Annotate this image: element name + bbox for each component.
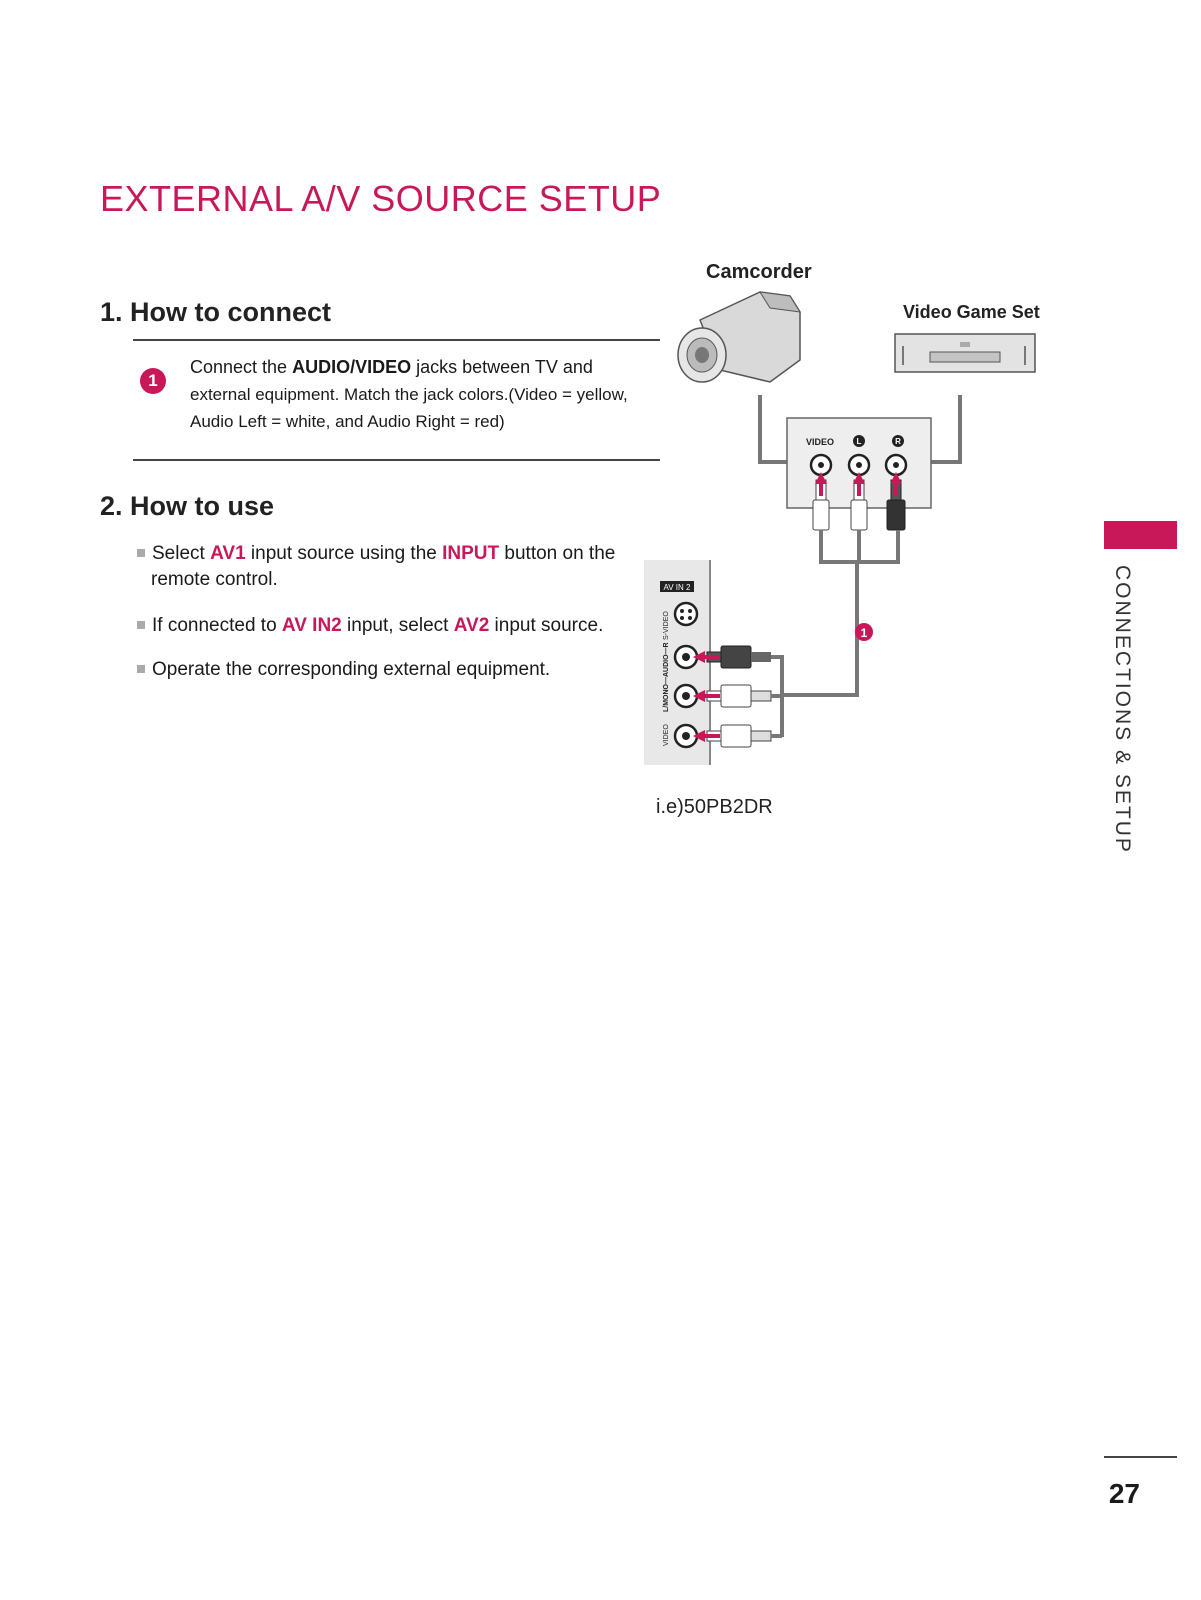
video-game-set-icon bbox=[894, 333, 1036, 373]
text: remote control. bbox=[151, 569, 278, 590]
connect-line-1: Connect the AUDIO/VIDEO jacks between TV… bbox=[190, 354, 660, 381]
callout-number: 1 bbox=[861, 626, 868, 640]
bullet-item-1: Select AV1 input source using the INPUT … bbox=[137, 541, 637, 593]
divider bbox=[133, 339, 660, 341]
av1-term: AV1 bbox=[210, 543, 246, 564]
connect-line-3: Audio Left = white, and Audio Right = re… bbox=[190, 412, 505, 431]
text: input, select bbox=[341, 615, 454, 636]
jack-r-label: R bbox=[895, 437, 901, 446]
connect-instructions: Connect the AUDIO/VIDEO jacks between TV… bbox=[190, 354, 660, 435]
text: Operate the corresponding external equip… bbox=[152, 659, 551, 680]
connect-line-2: external equipment. Match the jack color… bbox=[190, 385, 628, 404]
section-tab-marker bbox=[1104, 521, 1177, 549]
section-heading-use: 2. How to use bbox=[100, 491, 275, 521]
svideo-label: S-VIDEO bbox=[663, 611, 670, 640]
footer-divider bbox=[1104, 1456, 1177, 1458]
text: Connect the bbox=[190, 357, 293, 377]
callout-badge bbox=[855, 623, 873, 641]
av-in2-label: AV IN 2 bbox=[664, 583, 692, 592]
bullet-item-2: If connected to AV IN2 input, select AV2… bbox=[137, 613, 637, 639]
bullet-icon bbox=[137, 665, 145, 673]
text: If connected to bbox=[152, 615, 282, 636]
av-in2-badge bbox=[660, 581, 694, 592]
side-section-label: CONNECTIONS & SETUP bbox=[1111, 565, 1134, 854]
connection-diagram: Camcorder Video Game Set VIDEO L R bbox=[644, 261, 1040, 818]
bullet-icon bbox=[137, 549, 145, 557]
jack-r-badge bbox=[892, 435, 904, 447]
panel-rca-jack-icons bbox=[673, 644, 699, 749]
text: jacks between TV and bbox=[411, 357, 593, 377]
svideo-jack-icon bbox=[673, 601, 699, 627]
divider bbox=[133, 459, 660, 461]
panel-arrow-icons bbox=[693, 651, 720, 742]
audio-video-term: AUDIO/VIDEO bbox=[292, 357, 412, 377]
camcorder-label: Camcorder bbox=[706, 261, 812, 283]
jack-l-label: L bbox=[857, 437, 862, 446]
text: input source using the bbox=[245, 543, 443, 564]
step-badge: 1 bbox=[140, 368, 166, 394]
input-term: INPUT bbox=[442, 543, 500, 564]
page-title: EXTERNAL A/V SOURCE SETUP bbox=[100, 178, 662, 219]
camcorder-icon bbox=[677, 291, 801, 383]
model-caption: i.e)50PB2DR bbox=[656, 796, 773, 818]
rca-jack-icons bbox=[809, 453, 908, 477]
page-number: 27 bbox=[1108, 1478, 1140, 1509]
text: Select bbox=[152, 543, 211, 564]
text: input source. bbox=[489, 615, 604, 636]
text: button on the bbox=[499, 543, 616, 564]
audio-label: L/MONO—AUDIO—R bbox=[663, 642, 670, 712]
av2-term: AV2 bbox=[453, 615, 490, 636]
bullet-icon bbox=[137, 621, 145, 629]
arrow-icons bbox=[815, 472, 902, 496]
jack-l-badge bbox=[853, 435, 865, 447]
panel-video-label: VIDEO bbox=[663, 724, 670, 746]
bullet-item-3: Operate the corresponding external equip… bbox=[137, 657, 637, 683]
game-set-label: Video Game Set bbox=[903, 302, 1040, 322]
av-in2-term: AV IN2 bbox=[281, 615, 342, 636]
section-heading-connect: 1. How to connect bbox=[100, 297, 332, 327]
jack-video-label: VIDEO bbox=[806, 437, 834, 447]
